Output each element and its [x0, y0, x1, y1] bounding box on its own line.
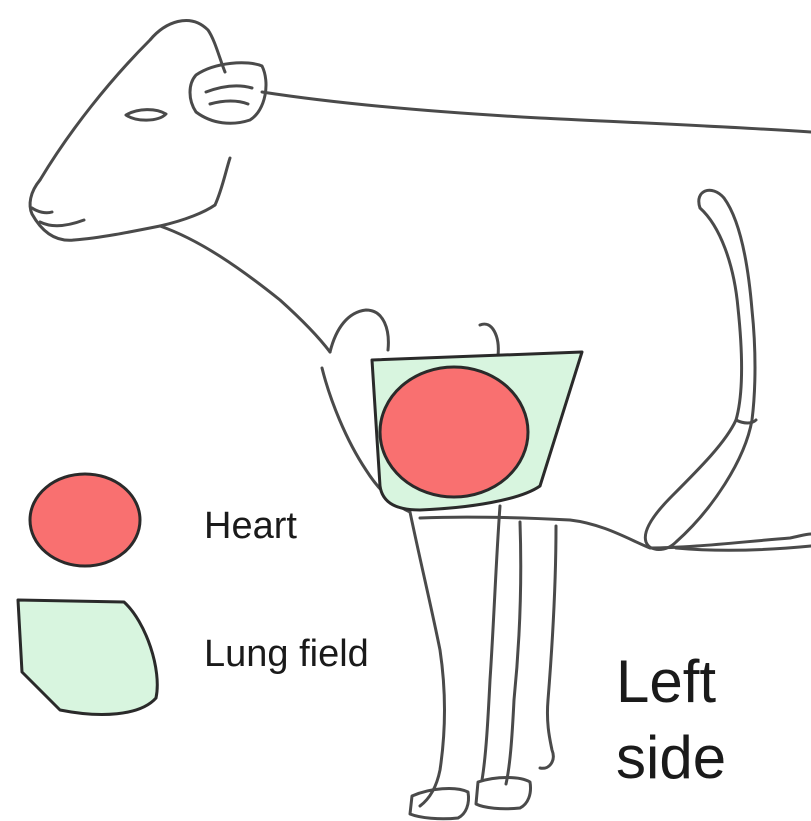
cow-nostril: [32, 208, 52, 213]
side-label-line1: Left: [616, 648, 716, 715]
side-label-line2: side: [616, 724, 726, 791]
side-label: Left side: [616, 648, 726, 791]
cow-ear: [190, 63, 266, 124]
cow-tail-tuft-line: [736, 420, 756, 423]
cow-front-leg-near: [410, 512, 445, 806]
heart-shape: [380, 367, 528, 497]
cow-front-leg-far: [506, 522, 521, 784]
cow-tail: [645, 190, 755, 549]
cow-shoulder-curve: [330, 310, 388, 352]
cow-front-leg-near-back: [482, 506, 500, 780]
cow-eye: [126, 110, 166, 121]
legend: Heart Lung field: [18, 474, 369, 714]
legend-heart-label: Heart: [204, 505, 297, 547]
cow-belly-line: [420, 517, 811, 548]
legend-lung-swatch: [18, 600, 157, 714]
cow-shoulder-curve-2: [480, 324, 498, 356]
legend-lung-label: Lung field: [204, 633, 369, 675]
cow-front-leg-far-back: [540, 526, 556, 768]
cow-forehead-line: [40, 21, 225, 180]
cow-throat-line: [160, 226, 330, 352]
cow-back-line: [262, 92, 811, 132]
cow-ear-inner: [206, 86, 252, 104]
cow-cheek-line: [215, 158, 230, 205]
cow-mouth: [40, 220, 84, 226]
cow-hoof-near: [410, 789, 469, 819]
cow-hoof-far: [476, 778, 531, 809]
cow-jaw-line: [74, 205, 215, 240]
legend-heart-swatch: [30, 474, 140, 566]
